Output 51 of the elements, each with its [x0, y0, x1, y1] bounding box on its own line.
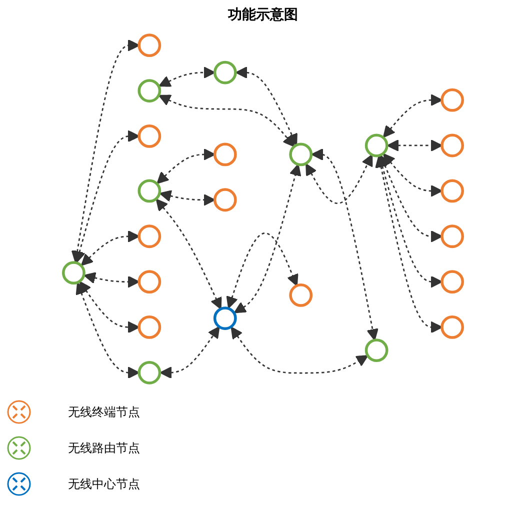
- node-circle: [138, 316, 162, 339]
- node-circle: [138, 224, 162, 248]
- arrow: [230, 326, 368, 374]
- arrow: [74, 130, 140, 263]
- arrow: [79, 281, 140, 334]
- node-circle: [440, 134, 464, 158]
- arrow: [375, 156, 443, 334]
- node-circle: [138, 360, 162, 384]
- arrow: [159, 190, 216, 206]
- node-circle: [138, 124, 162, 148]
- node-circle: [213, 142, 237, 166]
- arrow: [379, 154, 443, 242]
- arrow: [156, 198, 222, 310]
- node-circle: [213, 60, 237, 84]
- legend-label: 无线中心节点: [68, 476, 140, 492]
- arrow: [71, 39, 140, 263]
- arrow: [386, 139, 443, 152]
- arrow: [383, 94, 443, 138]
- arrow: [158, 66, 216, 87]
- node-circle: [138, 179, 162, 203]
- node-circle: [213, 188, 237, 212]
- arrow: [306, 154, 373, 204]
- arrow: [158, 94, 295, 148]
- node-circle: [440, 316, 464, 339]
- node-circle: [289, 284, 313, 307]
- node-circle: [364, 134, 388, 158]
- arrow: [76, 282, 140, 379]
- arrow: [160, 326, 220, 379]
- legend-label: 无线终端节点: [68, 404, 140, 420]
- arrow: [235, 66, 298, 146]
- arrow: [234, 164, 302, 314]
- arrow: [383, 153, 443, 197]
- node-circle: [440, 88, 464, 112]
- legend-label: 无线路由节点: [68, 440, 140, 456]
- node-circle: [213, 306, 237, 330]
- arrow: [311, 148, 378, 341]
- node-circle: [138, 270, 162, 294]
- arrow: [376, 155, 443, 288]
- node-circle: [364, 338, 388, 362]
- node-circle: [440, 179, 464, 203]
- arrow: [80, 230, 140, 266]
- arrow: [84, 272, 140, 288]
- node-circle: [138, 79, 162, 102]
- node-circle: [440, 270, 464, 294]
- node-circle: [289, 142, 313, 166]
- arrow: [226, 232, 298, 308]
- node-circle: [62, 261, 86, 285]
- node-circle: [440, 224, 464, 248]
- arrow: [156, 148, 216, 184]
- diagram-title: 功能示意图: [228, 6, 298, 24]
- node-circle: [138, 34, 162, 58]
